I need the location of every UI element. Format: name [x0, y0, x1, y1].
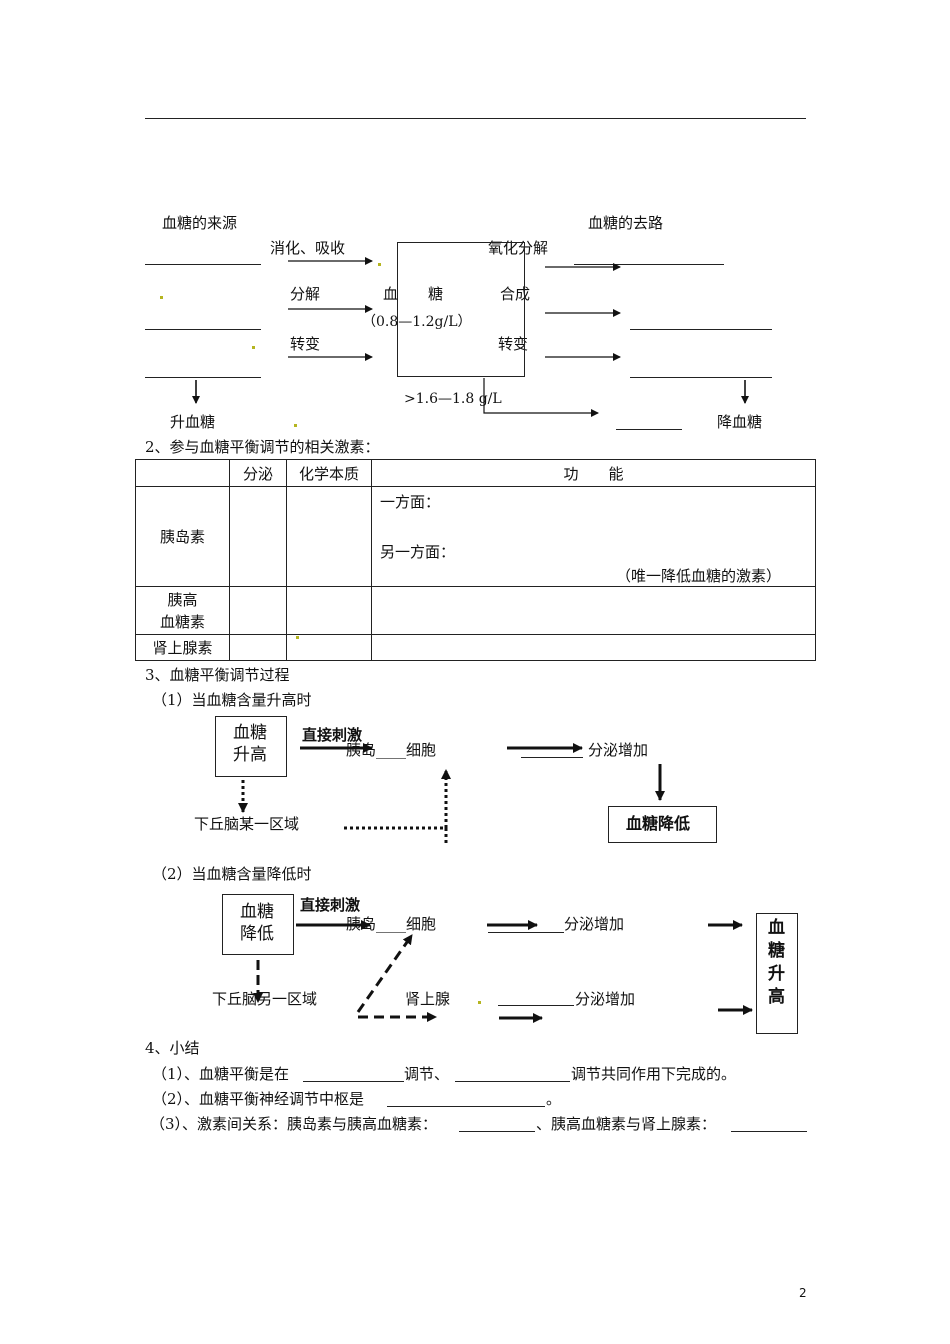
- blank-line[interactable]: [387, 1106, 545, 1107]
- col-header-chem: 化学本质: [286, 459, 372, 487]
- blank-line[interactable]: [630, 377, 772, 378]
- blank-line[interactable]: [616, 429, 682, 430]
- blank-line[interactable]: [145, 264, 261, 265]
- case2-result-4: 高: [768, 987, 785, 1007]
- row-glucagon: 胰高 血糖素: [135, 586, 230, 635]
- oxidize-label: 氧化分解: [488, 239, 549, 257]
- blood-sugar-label: 血 糖: [383, 285, 444, 303]
- summary-1a: （1）、血糖平衡是在: [152, 1065, 290, 1083]
- blank-line[interactable]: [488, 932, 564, 933]
- case1-secrete: 分泌增加: [588, 741, 649, 759]
- case2-cell: 胰岛____细胞: [346, 915, 437, 933]
- case2-box-line2: 降低: [240, 924, 274, 944]
- blank-line[interactable]: [459, 1131, 535, 1132]
- digest-label: 消化、吸收: [270, 239, 346, 257]
- source-transform-label: 转变: [290, 335, 321, 353]
- blank-line[interactable]: [731, 1131, 807, 1132]
- case2-result-1: 血: [768, 918, 785, 938]
- glucagon-line2: 血糖素: [159, 612, 205, 631]
- blank-line[interactable]: [574, 264, 724, 265]
- summary-3b: 、胰高血糖素与肾上腺素：: [536, 1115, 717, 1133]
- section2-heading: 2、参与血糖平衡调节的相关激素：: [145, 438, 380, 456]
- synth-label: 合成: [500, 285, 531, 303]
- case2-start-box: [222, 894, 294, 955]
- cell-blank[interactable]: [286, 486, 372, 587]
- case2-result-box: [756, 913, 798, 1034]
- case1-cell: 胰岛____细胞: [346, 741, 437, 759]
- cell-blank[interactable]: [371, 586, 816, 635]
- section3-heading: 3、血糖平衡调节过程: [145, 666, 290, 684]
- row-adrenaline: 肾上腺素: [135, 634, 230, 661]
- blank-line[interactable]: [303, 1081, 404, 1082]
- case1-start-box: [215, 716, 287, 777]
- case1-result-box: [608, 806, 717, 843]
- summary-2a: （2）、血糖平衡神经调节中枢是: [152, 1090, 365, 1108]
- case1-result: 血糖降低: [626, 814, 691, 833]
- hormone-table: 分泌 化学本质 功 能 胰岛素 一方面： 另一方面： （唯一降低血糖的激素） 胰…: [135, 459, 816, 661]
- blank-line[interactable]: [455, 1081, 570, 1082]
- cell-blank[interactable]: [286, 634, 372, 661]
- blank-line[interactable]: [630, 329, 772, 330]
- case2-stimulus: 直接刺激: [300, 896, 361, 914]
- sources-title: 血糖的来源: [162, 214, 238, 232]
- col-header-secrete: 分泌: [229, 459, 287, 487]
- decompose-label: 分解: [290, 285, 321, 303]
- speck: [294, 424, 297, 427]
- col-header-function: 功 能: [371, 459, 816, 487]
- summary-2b: 。: [546, 1090, 562, 1108]
- case2-adrenal: 肾上腺: [405, 990, 451, 1008]
- insulin-note: （唯一降低血糖的激素）: [616, 567, 782, 585]
- header-rule: [145, 118, 806, 119]
- speck: [160, 296, 163, 299]
- blank-line[interactable]: [521, 757, 583, 758]
- case2-box-line1: 血糖: [240, 902, 274, 922]
- case2-result-2: 糖: [768, 941, 785, 961]
- lower-label: 降血糖: [717, 413, 763, 431]
- blank-line[interactable]: [145, 377, 261, 378]
- destinations-title: 血糖的去路: [588, 214, 664, 232]
- insulin-function-2: 另一方面：: [380, 543, 456, 561]
- table-corner: [135, 459, 230, 487]
- cell-blank[interactable]: [229, 486, 287, 587]
- row-insulin: 胰岛素: [135, 486, 230, 587]
- summary-3a: （3）、激素间关系：胰岛素与胰高血糖素：: [150, 1115, 438, 1133]
- blank-line[interactable]: [498, 1005, 574, 1006]
- case2-hypothalamus: 下丘脑另一区域: [212, 990, 318, 1008]
- raise-label: 升血糖: [170, 413, 216, 431]
- speck: [478, 1001, 481, 1004]
- threshold-label: >1.6—1.8 g/L: [404, 391, 502, 407]
- insulin-function-1: 一方面：: [380, 493, 441, 511]
- speck: [378, 263, 381, 266]
- normal-range: （0.8—1.2g/L）: [362, 314, 472, 330]
- cell-blank[interactable]: [371, 634, 816, 661]
- glucagon-line1: 胰高: [167, 590, 198, 609]
- section4-heading: 4、小结: [145, 1039, 200, 1057]
- speck: [252, 346, 255, 349]
- summary-1b: 调节、: [404, 1065, 450, 1083]
- case2-title: （2）当血糖含量降低时: [152, 865, 312, 883]
- cell-blank[interactable]: [229, 634, 287, 661]
- blank-line[interactable]: [145, 329, 261, 330]
- summary-1c: 调节共同作用下完成的。: [571, 1065, 737, 1083]
- case1-title: （1）当血糖含量升高时: [152, 691, 312, 709]
- dest-transform-label: 转变: [498, 335, 529, 353]
- cell-blank[interactable]: [229, 586, 287, 635]
- case1-hypothalamus: 下丘脑某一区域: [194, 815, 300, 833]
- case1-box-line1: 血糖: [233, 723, 267, 743]
- insulin-function-cell[interactable]: 一方面： 另一方面： （唯一降低血糖的激素）: [371, 486, 816, 587]
- case1-stimulus: 直接刺激: [302, 726, 363, 744]
- case2-result-3: 升: [768, 964, 785, 984]
- case2-secrete1: 分泌增加: [564, 915, 625, 933]
- case2-secrete2: 分泌增加: [575, 990, 636, 1008]
- cell-blank[interactable]: [286, 586, 372, 635]
- page-number: 2: [799, 1286, 807, 1300]
- blood-sugar-box: [397, 242, 525, 377]
- case1-box-line2: 升高: [233, 745, 267, 765]
